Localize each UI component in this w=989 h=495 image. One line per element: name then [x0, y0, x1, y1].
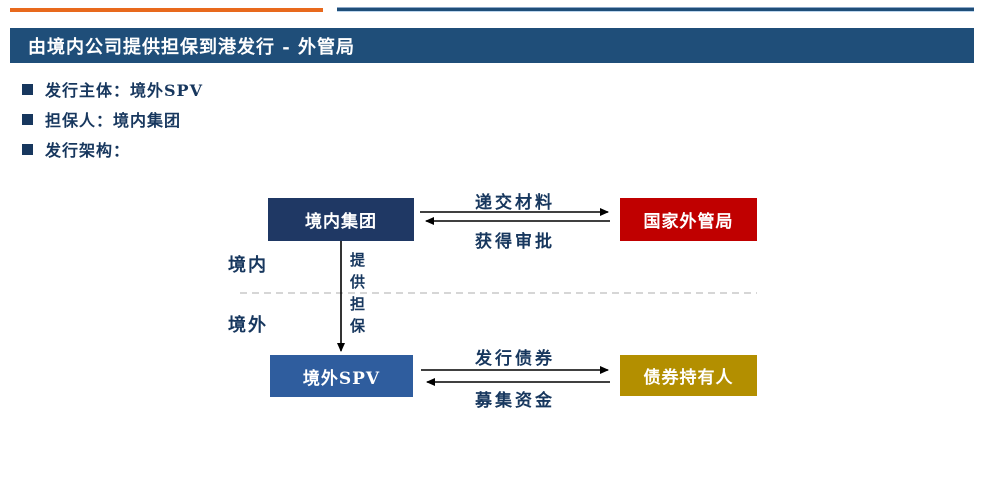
bullet-structure-label: 发行架构：	[45, 141, 131, 160]
region-label-offshore: 境外	[228, 315, 268, 336]
top-rule-navy	[337, 7, 974, 12]
bullet-guarantor-label: 担保人：境内集团	[45, 111, 182, 130]
title-bar: 由境内公司提供担保到港发行 - 外管局	[10, 28, 974, 63]
bullet-square-icon	[22, 143, 33, 155]
top-rule-orange	[10, 8, 323, 12]
node-safe-regulator: 国家外管局	[620, 198, 757, 241]
edge-label-submit-materials: 递交材料	[475, 193, 555, 213]
bullet-list: 发行主体：境外SPV 担保人：境内集团 发行架构：	[22, 74, 203, 164]
node-domestic-group-label: 境内集团	[305, 212, 377, 232]
bullet-square-icon	[22, 113, 33, 125]
node-offshore-spv: 境外SPV	[270, 355, 413, 397]
edge-label-obtain-approval: 获得审批	[475, 232, 555, 252]
edge-label-raise-funds: 募集资金	[475, 391, 555, 411]
bullet-structure: 发行架构：	[22, 134, 203, 164]
bullet-square-icon	[22, 83, 33, 95]
node-safe-regulator-label: 国家外管局	[643, 212, 734, 232]
node-bondholders: 债券持有人	[620, 355, 757, 396]
bullet-guarantor: 担保人：境内集团	[22, 104, 203, 134]
region-label-onshore: 境内	[228, 255, 268, 276]
edge-label-issue-bonds: 发行债券	[475, 349, 555, 369]
node-bondholders-label: 债券持有人	[643, 368, 734, 388]
page-title: 由境内公司提供担保到港发行 - 外管局	[28, 36, 356, 58]
node-offshore-spv-label: 境外SPV	[302, 368, 381, 389]
bullet-issuer: 发行主体：境外SPV	[22, 74, 203, 104]
bullet-issuer-label: 发行主体：境外SPV	[45, 81, 204, 100]
node-domestic-group: 境内集团	[268, 198, 414, 241]
edge-label-provide-guarantee: 提供担保	[348, 252, 366, 340]
